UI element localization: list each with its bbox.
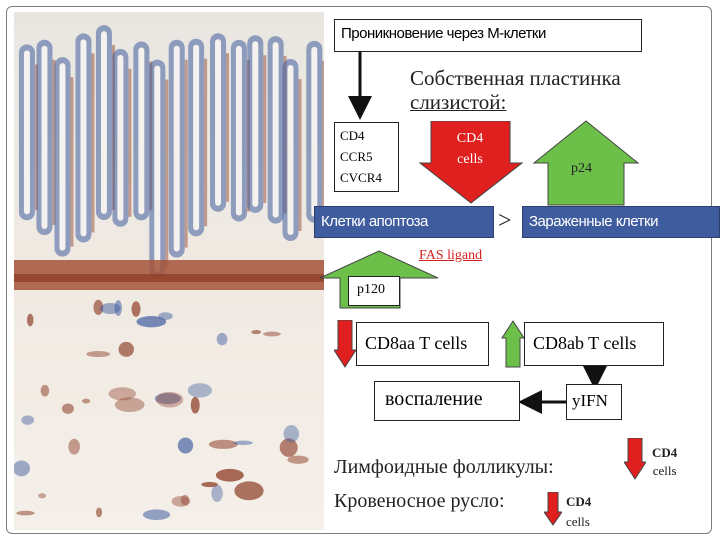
cd8ab-label: CD8ab T cells [533,333,636,353]
cd4-right-label: CD4 cells [652,444,677,480]
ifn-label: yIFN [572,391,608,410]
cd8aa-label: CD8aa T cells [365,333,467,353]
greater-than-sign: > [498,208,512,235]
apoptosis-cells-box: Клетки апоптоза [314,206,494,238]
cd4-bottom-line1: CD4 [566,492,591,512]
p120-label: p120 [357,282,385,297]
inflammation-label: воспаление [385,388,483,410]
cd4-right-down-arrow [624,438,646,480]
cd8aa-down-arrow [334,320,356,368]
cd8ab-up-arrow [501,320,525,368]
cd8ab-box: CD8ab T cells [524,322,664,366]
p120-box: p120 [348,276,400,306]
p24-label: p24 [571,161,592,177]
cd4-bottom-label: CD4 cells [566,492,591,532]
lamina-title-line2: слизистой: [410,90,621,114]
cd8aa-box: CD8aa T cells [356,322,489,366]
cd4-cells-arrow-label: CD4 cells [447,128,493,170]
infected-cells-label: Зараженные клетки [529,213,658,230]
lymphoid-follicles-label: Лимфоидные фолликулы: [334,456,554,479]
cd4-cells-arrow-line2: cells [447,149,493,170]
cd4-right-line1: CD4 [652,444,677,462]
inflammation-box: воспаление [374,381,520,421]
receptor-box: CD4 CCR5 CVCR4 [334,122,399,192]
infected-cells-box: Зараженные клетки [522,206,720,238]
receptor-ccr5: CCR5 [340,146,398,167]
bloodstream-label: Кровеносное русло: [334,490,505,513]
receptor-cvcr4: CVCR4 [340,167,398,188]
cd4-cells-arrow-line1: CD4 [447,128,493,149]
receptor-cd4: CD4 [340,125,398,146]
cd4-bottom-line2: cells [566,512,591,532]
cd4-right-line2: cells [652,462,677,480]
apoptosis-cells-label: Клетки апоптоза [321,213,428,230]
lamina-title-line1: Собственная пластинка [410,66,621,90]
lamina-propria-title: Собственная пластинка слизистой: [410,66,621,114]
ifn-box: yIFN [566,384,622,420]
cd4-bottom-down-arrow [544,492,562,526]
